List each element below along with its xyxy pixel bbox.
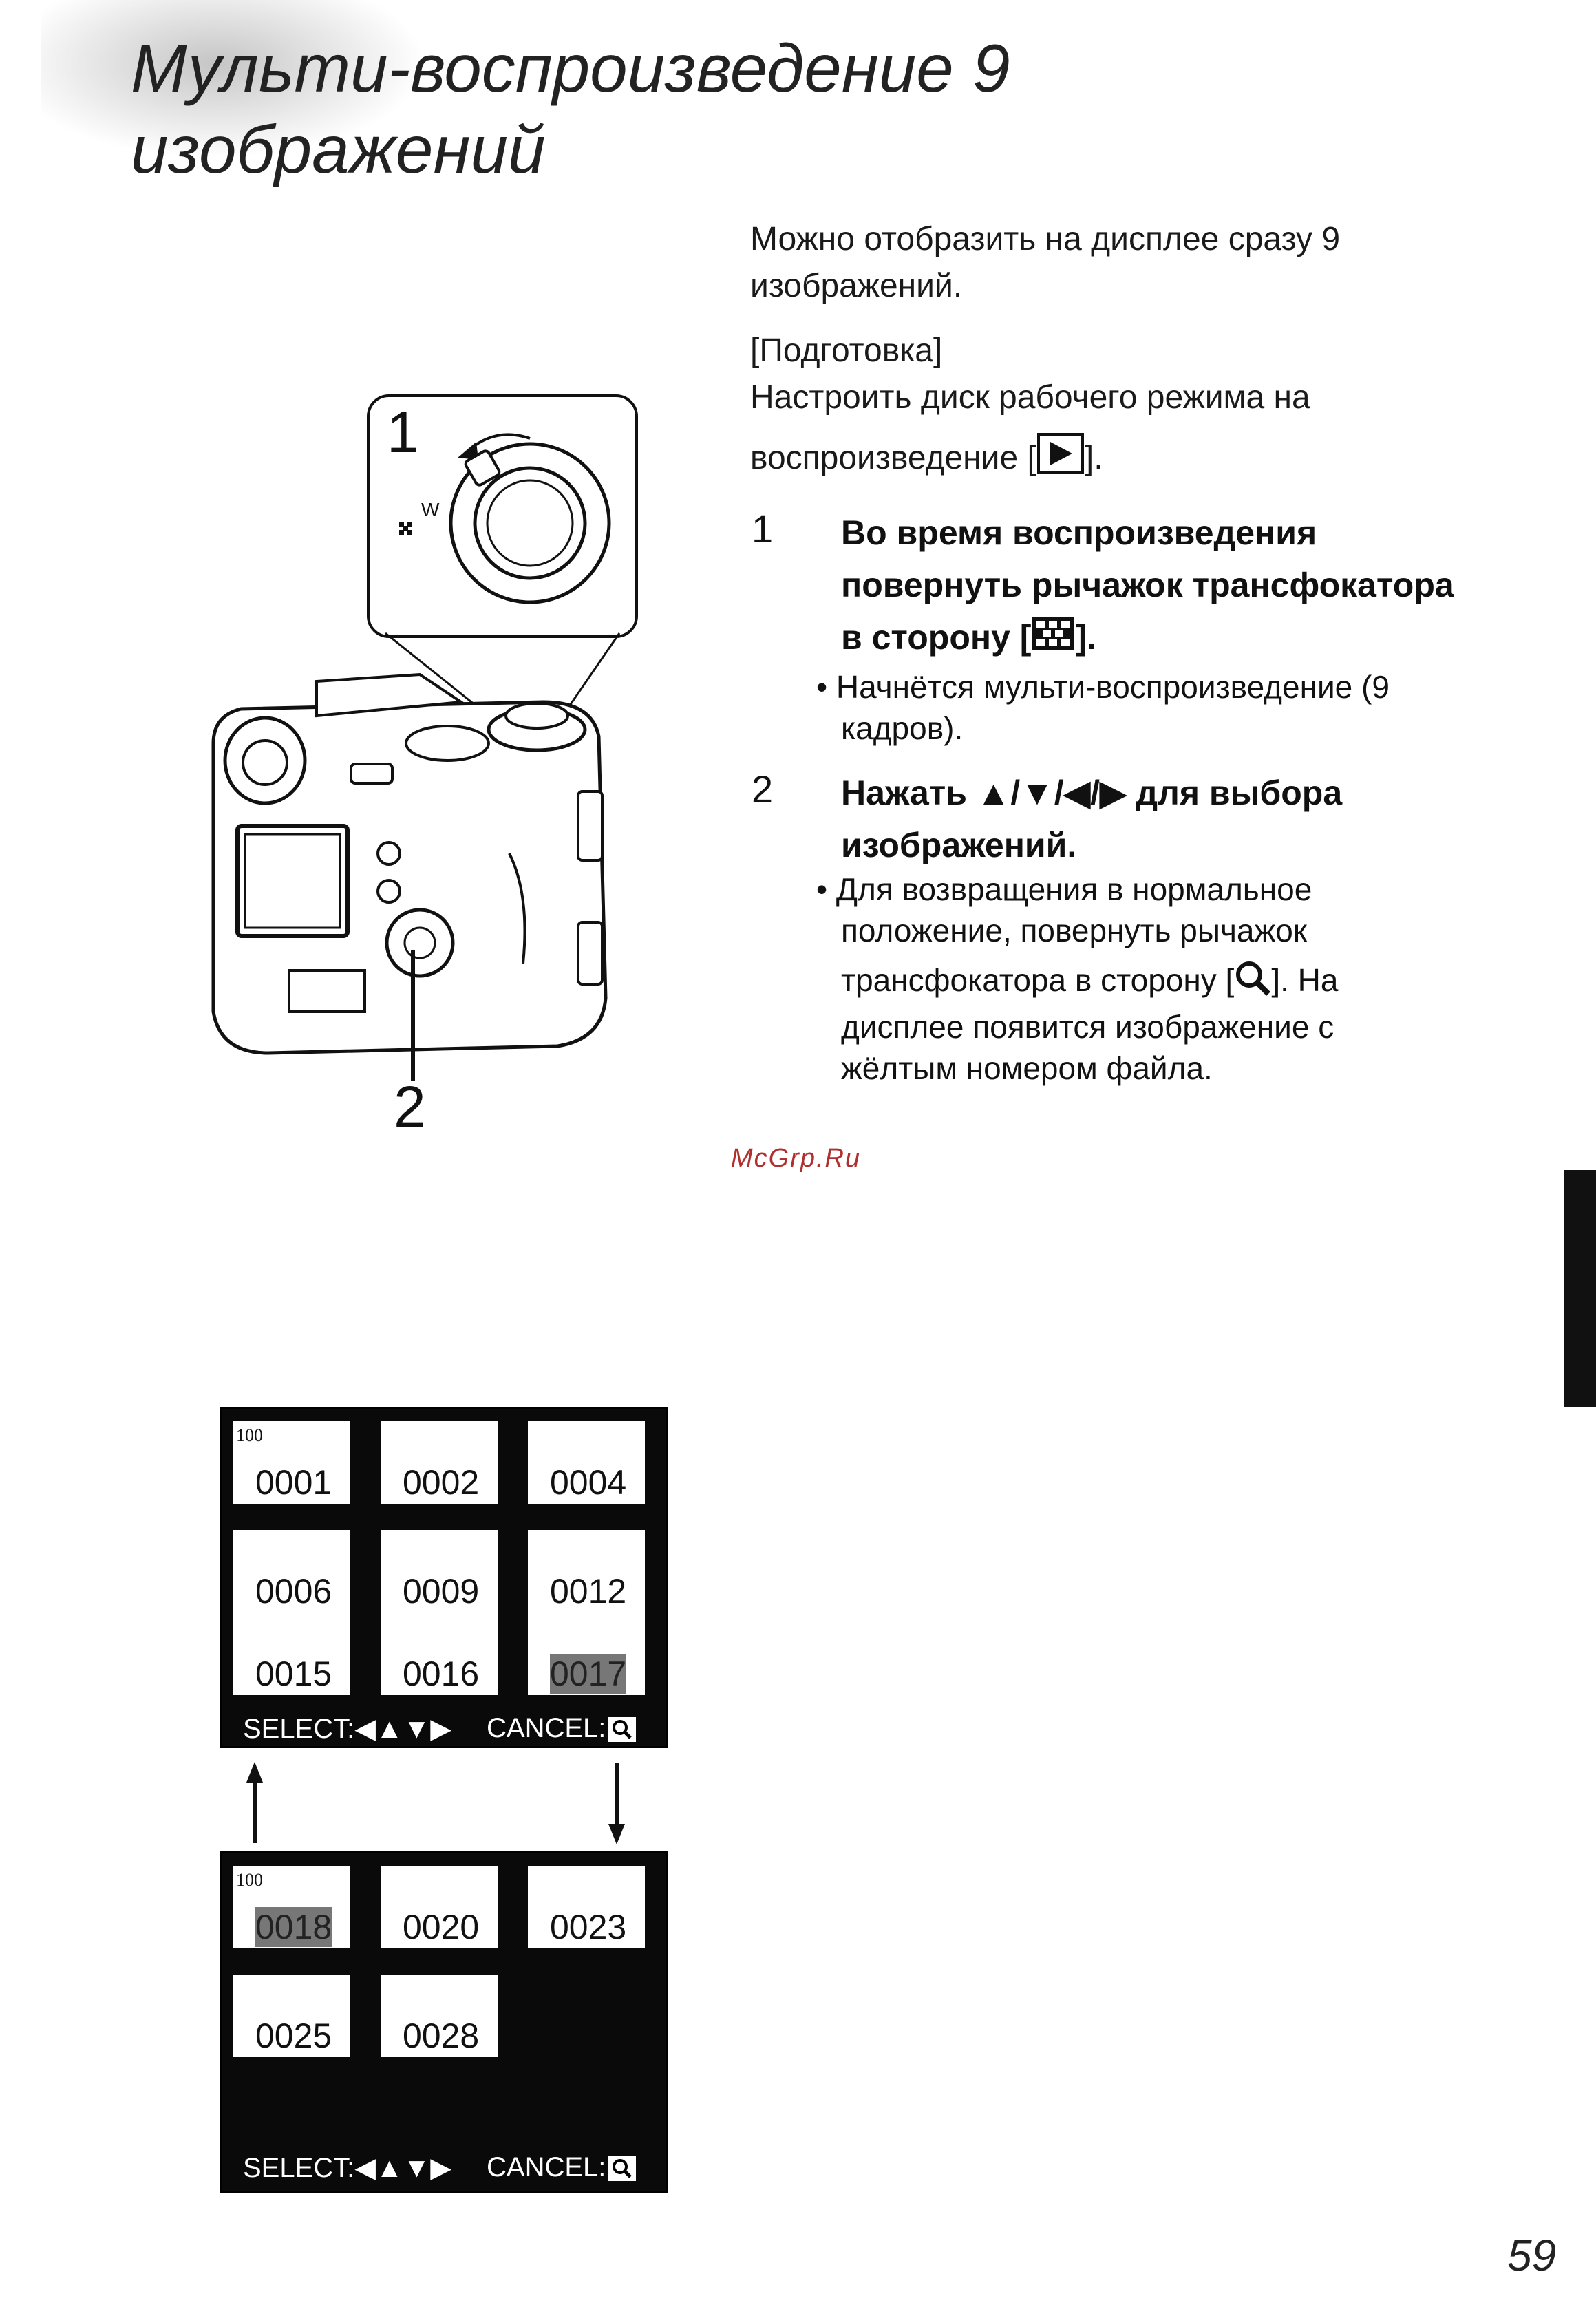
callout-label-2: 2 bbox=[394, 1074, 426, 1139]
step-2-line-2: изображений. bbox=[841, 826, 1077, 864]
callout-label-1: 1 bbox=[387, 400, 419, 465]
thumbnail-tile[interactable]: 0020 bbox=[381, 1866, 498, 1948]
intro-text: Можно отобразить на дисплее сразу 9 изоб… bbox=[750, 216, 1340, 310]
thumbnail-tile[interactable]: 0025 bbox=[233, 1975, 350, 2057]
dial-w-label: W bbox=[421, 499, 440, 520]
file-number: 0006 bbox=[255, 1572, 332, 1610]
step-1-text: Во время воспроизведения повернуть рычаж… bbox=[841, 507, 1454, 666]
thumbnail-tile[interactable]: 0028 bbox=[381, 1975, 498, 2057]
magnifier-icon bbox=[608, 2156, 637, 2182]
thumbnail-tile[interactable]: 0012 bbox=[528, 1530, 645, 1613]
page-number: 59 bbox=[1507, 2231, 1557, 2280]
thumbnail-tile[interactable]: 0015 bbox=[233, 1613, 350, 1695]
file-number: 0001 bbox=[255, 1463, 332, 1502]
file-number: 0002 bbox=[403, 1463, 480, 1502]
thumbnail-tile[interactable]: 0016 bbox=[381, 1613, 498, 1695]
step-1-bullet: • Начнётся мульти-воспроизведение (9 кад… bbox=[816, 669, 1390, 746]
preparation-text: [Подготовка] Настроить диск рабочего реж… bbox=[750, 328, 1310, 488]
file-number: 0025 bbox=[255, 2017, 332, 2055]
step-2-bullet: • Для возвращения в нормальное положение… bbox=[816, 871, 1339, 1086]
step-2-line-1: Нажать ▲/▼/◀/▶ для выбора bbox=[841, 774, 1343, 812]
arrow-down-icon bbox=[596, 1762, 637, 1848]
thumbnail-tile[interactable]: 100 0018 bbox=[233, 1866, 350, 1948]
file-number: 0017 bbox=[550, 1654, 627, 1694]
lcd-2-footer: SELECT:◀▲▼▶ CANCEL: bbox=[222, 2148, 666, 2184]
cancel-hint: CANCEL: bbox=[487, 1713, 637, 1744]
prep-line-1: Настроить диск рабочего режима на bbox=[750, 379, 1310, 416]
step-1-line-1: Во время воспроизведения bbox=[841, 513, 1317, 552]
title-shading bbox=[41, 0, 427, 158]
file-number: 0009 bbox=[403, 1572, 480, 1610]
lcd-screen-2: 100 0018 0020 0023 0025 0028 SELECT:◀▲▼▶ CANC… bbox=[220, 1851, 668, 2193]
thumbnail-tile[interactable]: 0002 bbox=[381, 1421, 498, 1504]
select-hint: SELECT:◀▲▼▶ bbox=[243, 2153, 451, 2183]
prep-line-2: воспроизведение [ ]. bbox=[750, 432, 1310, 488]
thumbnail-tile[interactable]: 0023 bbox=[528, 1866, 645, 1948]
step-1-line-3: в сторону [ ]. bbox=[841, 611, 1454, 666]
step-1-line-2: повернуть рычажок трансфокатора bbox=[841, 566, 1454, 604]
step-2-text: Нажать ▲/▼/◀/▶ для выбора изображений. bbox=[841, 767, 1342, 871]
file-number: 0023 bbox=[550, 1908, 627, 1946]
thumbnail-tile[interactable]: 0006 bbox=[233, 1530, 350, 1613]
folder-number: 100 bbox=[236, 1870, 263, 1890]
thumbnail-tile[interactable]: 0009 bbox=[381, 1530, 498, 1613]
prep-label: [Подготовка] bbox=[750, 332, 943, 369]
file-number: 0020 bbox=[403, 1908, 480, 1946]
magnifier-icon bbox=[1234, 959, 1271, 1006]
intro-line-1: Можно отобразить на дисплее сразу 9 bbox=[750, 221, 1341, 257]
step-2-number: 2 bbox=[752, 767, 774, 811]
title-line-2: изображений bbox=[131, 111, 546, 187]
arrow-up-icon bbox=[234, 1762, 275, 1848]
file-number: 0016 bbox=[403, 1655, 480, 1693]
file-number: 0018 bbox=[255, 1907, 332, 1947]
thumbnail-tile[interactable]: 0017 bbox=[528, 1613, 645, 1695]
thumbnail-tile[interactable]: 100 0001 bbox=[233, 1421, 350, 1504]
folder-number: 100 bbox=[236, 1425, 263, 1445]
file-number: 0028 bbox=[403, 2017, 480, 2055]
file-number: 0012 bbox=[550, 1572, 627, 1610]
intro-line-2: изображений. bbox=[750, 268, 963, 304]
magnifier-icon bbox=[608, 1717, 637, 1743]
watermark: McGrp.Ru bbox=[731, 1144, 862, 1173]
camera-illustration: 1 W 2 bbox=[186, 385, 654, 1149]
page-title: Мульти-воспроизведение 9 изображений bbox=[131, 28, 1010, 190]
file-number: 0004 bbox=[550, 1463, 627, 1502]
lcd-1-footer: SELECT:◀▲▼▶ CANCEL: bbox=[222, 1709, 666, 1745]
section-tab bbox=[1564, 1170, 1596, 1407]
step-1-number: 1 bbox=[752, 507, 774, 551]
file-number: 0015 bbox=[255, 1655, 332, 1693]
cancel-hint: CANCEL: bbox=[487, 2152, 637, 2183]
camera-drawing bbox=[211, 394, 638, 1081]
select-hint: SELECT:◀▲▼▶ bbox=[243, 1714, 451, 1744]
multi-playback-icon bbox=[1031, 614, 1075, 666]
play-mode-icon bbox=[1036, 432, 1085, 488]
thumbnail-tile[interactable]: 0004 bbox=[528, 1421, 645, 1504]
title-line-1: Мульти-воспроизведение 9 bbox=[131, 30, 1010, 106]
